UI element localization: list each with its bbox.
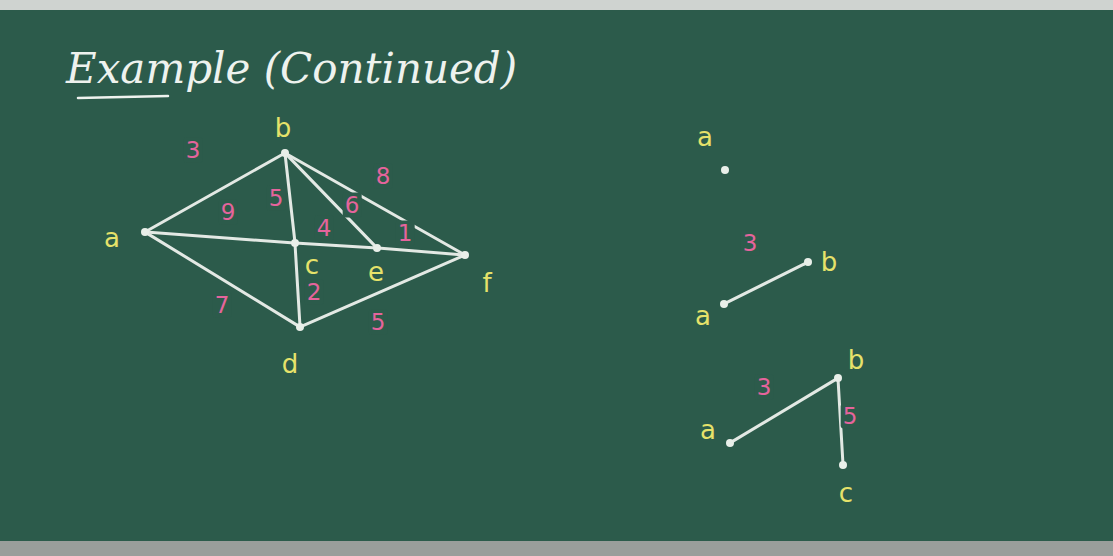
vertex-label: c (839, 480, 853, 506)
edge-weight: 3 (741, 231, 760, 256)
vertex-label: a (700, 417, 716, 443)
chalk-tray (0, 541, 1113, 556)
graph-vertex: b (281, 149, 289, 157)
graph-edge (299, 243, 373, 248)
edge-weight: 5 (841, 404, 860, 429)
board-top-frame (0, 0, 1113, 10)
graph-edge (289, 155, 462, 253)
graph-vertex: b (804, 258, 812, 266)
title-underline (78, 96, 168, 98)
edge-weight: 8 (374, 164, 393, 189)
vertex-label: c (305, 252, 319, 278)
graph-vertex: c (291, 239, 299, 247)
graph-edge (149, 155, 282, 230)
graph-vertex: c (839, 461, 847, 469)
edge-weight: 1 (396, 221, 415, 246)
graph-edge (285, 157, 294, 239)
vertex-label: d (282, 351, 299, 377)
graph-vertex: a (726, 439, 734, 447)
edge-weight: 4 (315, 216, 334, 241)
graph-vertex: f (461, 251, 469, 259)
graph-edge (295, 247, 300, 323)
edge-weight: 2 (305, 280, 324, 305)
graph-edge (381, 248, 461, 254)
edge-weight: 3 (755, 375, 774, 400)
edge-weight: 5 (267, 186, 286, 211)
edge-weight: 7 (213, 293, 232, 318)
graph-vertex: e (373, 244, 381, 252)
graph-vertex: b (834, 374, 842, 382)
vertex-label: b (821, 249, 838, 275)
graph-edge (149, 232, 291, 242)
edge-weight: 5 (369, 310, 388, 335)
graph-edge (288, 156, 374, 245)
graph-vertex: a (141, 228, 149, 236)
edge-weight: 9 (219, 200, 238, 225)
edge-weight: 3 (184, 138, 203, 163)
vertex-label: b (848, 347, 865, 373)
vertex-label: a (695, 303, 711, 329)
graph-edge (733, 380, 834, 441)
vertex-label: a (104, 225, 120, 251)
vertex-label: a (697, 124, 713, 150)
vertex-label: b (275, 115, 292, 141)
graph-vertex: a (721, 166, 729, 174)
graph-vertex: d (296, 323, 304, 331)
graph-edge (148, 234, 296, 325)
graph-vertex: a (720, 300, 728, 308)
vertex-label: f (482, 270, 491, 296)
edge-weight: 6 (343, 193, 362, 218)
graph-edge (728, 264, 805, 302)
vertex-label: e (368, 259, 384, 285)
board-title: Example (Continued) (66, 46, 517, 92)
